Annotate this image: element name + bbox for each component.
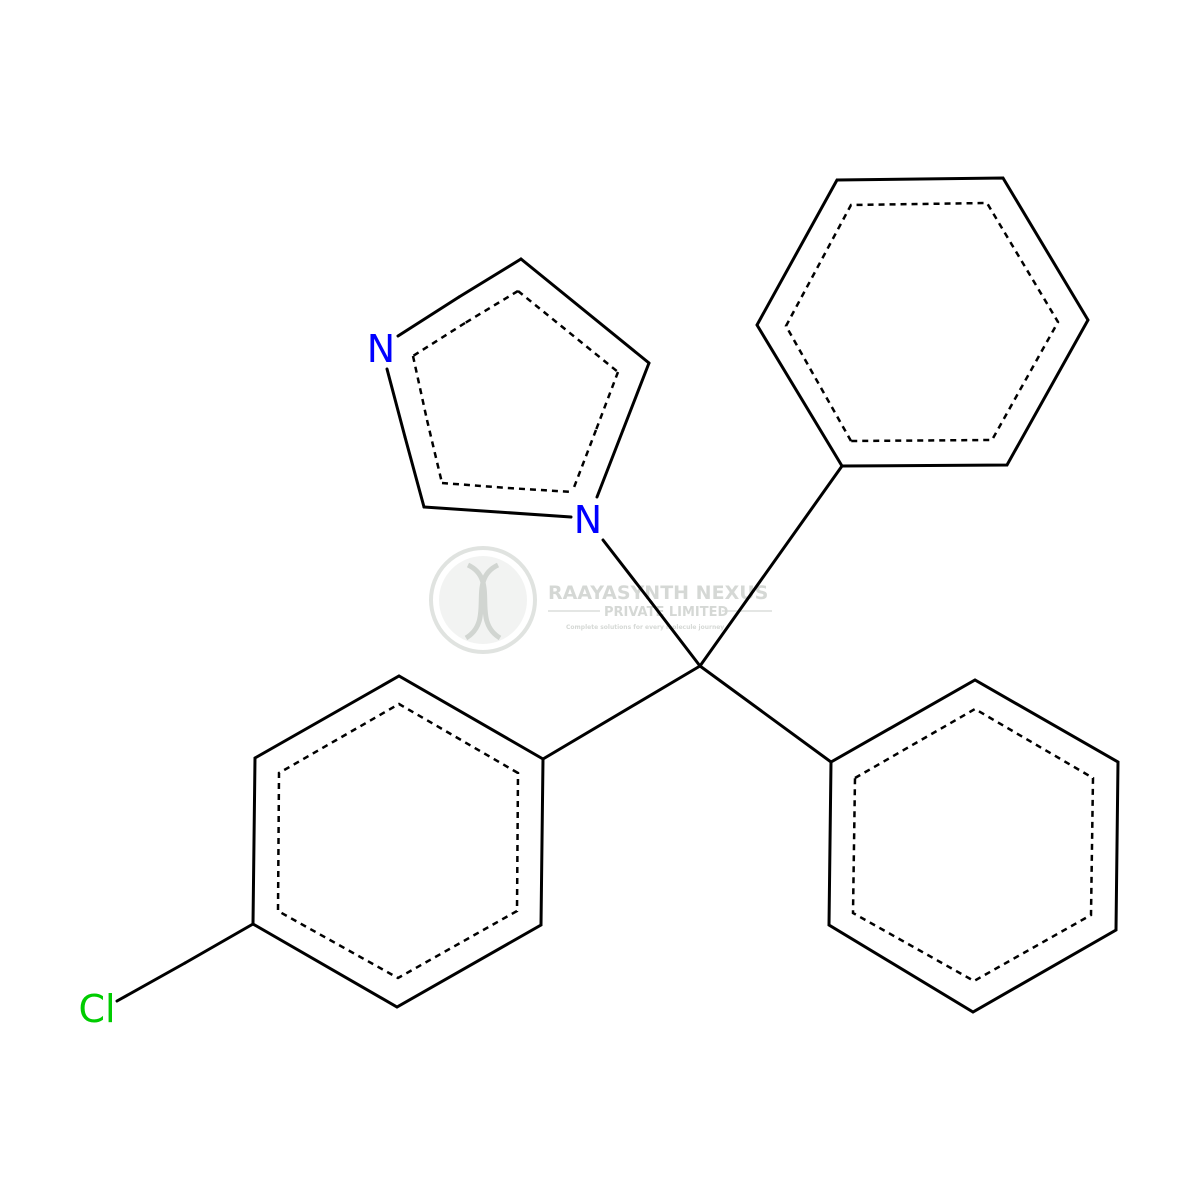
bond-c2-n1-b xyxy=(496,510,573,519)
atom-label-n3: N xyxy=(367,327,395,371)
bond-c2-n1-a xyxy=(422,505,500,514)
phenyl-top-inner xyxy=(784,201,1060,443)
arom-c4-c5 xyxy=(517,290,619,373)
chlorophenyl-inner xyxy=(276,702,520,980)
bond-c-cl-a xyxy=(183,922,255,965)
phenyl-ring-top xyxy=(755,176,1090,468)
watermark-logo-ring xyxy=(429,546,537,654)
bond-c5-n1-b xyxy=(595,428,625,499)
arom-c5-n1-a xyxy=(594,371,620,431)
watermark-line1: RAAYASYNTH NEXUS xyxy=(548,582,768,604)
arom-n3-c2-a xyxy=(411,355,429,421)
atom-label-cl: Cl xyxy=(78,987,115,1031)
bond-ccentral-phenyl-top xyxy=(698,464,844,668)
bond-n3-c2-b xyxy=(403,435,426,509)
watermark-dna-icon xyxy=(464,562,502,641)
bond-c4-c5 xyxy=(519,257,651,365)
watermark-line2: PRIVATE LIMITED xyxy=(604,605,729,620)
phenyl-ring-bottom xyxy=(827,678,1120,1014)
bond-ccentral-phenyl-bottom xyxy=(698,664,833,764)
arom-c5-n1-b xyxy=(571,429,598,491)
phenyl-bottom-outer xyxy=(827,678,1120,1014)
arom-c2-n1-a xyxy=(441,481,509,490)
bond-n1-ccentral-a xyxy=(601,538,653,604)
bond-c4-n3-b xyxy=(396,295,461,338)
arom-c4-n3-a xyxy=(464,289,519,325)
watermark: RAAYASYNTH NEXUS PRIVATE LIMITED Complet… xyxy=(429,546,772,654)
bond-c4-n3-a xyxy=(457,257,523,299)
imidazole-ring xyxy=(385,257,651,519)
arom-c2-n1-b xyxy=(507,486,573,494)
bond-n3-c2-a xyxy=(385,367,407,439)
bond-c-cl-b xyxy=(115,961,187,1003)
arom-n3-c2-b xyxy=(425,419,444,484)
chlorophenyl-outer xyxy=(251,674,545,1009)
bond-c5-n1-a xyxy=(621,361,651,432)
bond-ccentral-chlorophenyl xyxy=(541,664,702,761)
watermark-line3: Complete solutions for every molecule jo… xyxy=(566,624,724,631)
chlorophenyl-ring xyxy=(251,674,545,1009)
phenyl-bottom-inner xyxy=(851,707,1095,983)
arom-c4-n3-b xyxy=(412,321,466,358)
phenyl-top-outer xyxy=(755,176,1090,468)
atom-label-n1: N xyxy=(574,498,602,542)
bond-n1-ccentral-b xyxy=(649,600,702,668)
